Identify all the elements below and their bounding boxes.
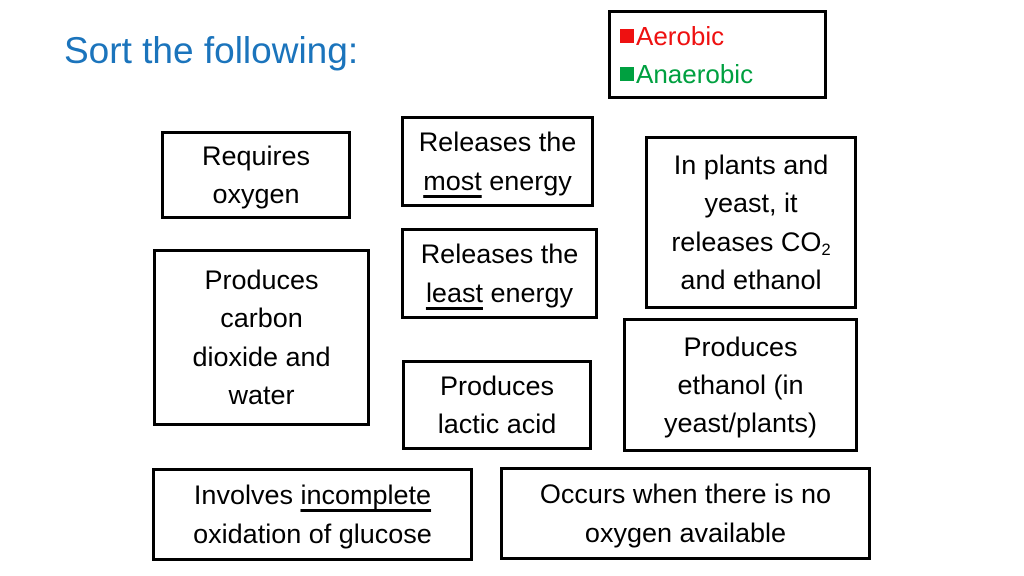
legend-item-aerobic: Aerobic bbox=[620, 18, 824, 54]
slide-title: Sort the following: bbox=[64, 30, 359, 71]
legend-label-anaerobic: Anaerobic bbox=[636, 58, 754, 89]
legend-label-aerobic: Aerobic bbox=[636, 20, 725, 51]
legend-item-anaerobic: Anaerobic bbox=[620, 56, 824, 92]
square-bullet-icon bbox=[620, 28, 634, 43]
legend-box: Aerobic Anaerobic bbox=[608, 10, 827, 99]
square-bullet-icon bbox=[620, 66, 634, 81]
